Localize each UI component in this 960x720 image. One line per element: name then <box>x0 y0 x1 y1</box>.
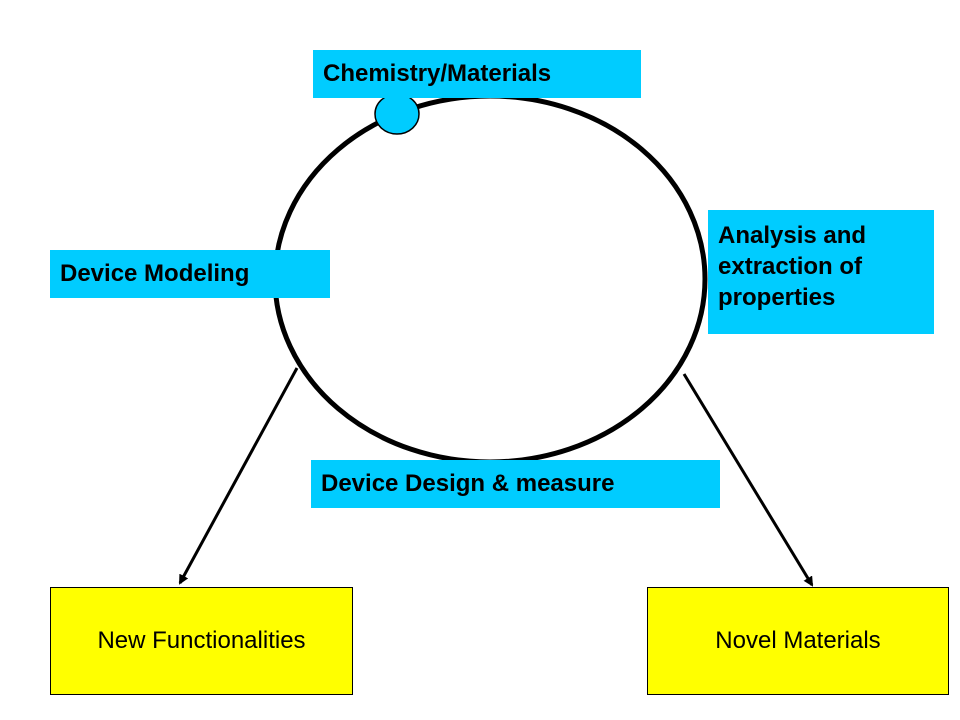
arrow-to-novel-materials <box>682 373 814 587</box>
label-device-modeling: Device Modeling <box>50 250 330 298</box>
cycle-position-marker <box>374 93 420 135</box>
outcome-new-functionalities: New Functionalities <box>50 587 353 695</box>
label-device-design-measure: Device Design & measure <box>311 460 720 508</box>
arrow-to-new-functionalities <box>178 367 299 585</box>
label-chemistry-materials: Chemistry/Materials <box>313 50 641 98</box>
cycle-ellipse <box>272 93 708 465</box>
label-analysis-extraction: Analysis and extraction of properties <box>708 210 934 334</box>
outcome-novel-materials: Novel Materials <box>647 587 949 695</box>
